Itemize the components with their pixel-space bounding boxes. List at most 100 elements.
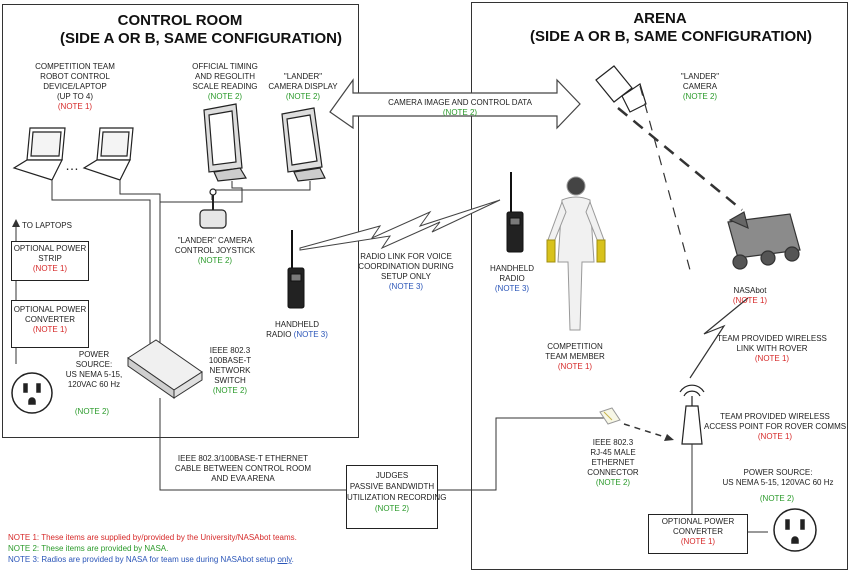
label-line: STRIP	[38, 254, 62, 263]
note-ref: (NOTE 1)	[557, 362, 593, 371]
label-line: OPTIONAL POWER	[661, 517, 735, 526]
label-line: HANDHELD	[489, 264, 534, 273]
label-line: COORDINATION DURING	[358, 262, 454, 271]
label-line: IEEE 802.3/100BASE-T ETHERNET	[177, 454, 309, 463]
power-source-label: POWER SOURCE: US NEMA 5-15, 120VAC 60 Hz	[58, 350, 130, 390]
note-ref: (NOTE 2)	[374, 504, 410, 513]
power-strip-box: OPTIONAL POWER STRIP (NOTE 1)	[11, 241, 89, 281]
label-line: POWER	[78, 350, 110, 359]
title-line: ARENA	[633, 10, 687, 27]
laptop-cable	[119, 180, 161, 350]
note-ref: (NOTE 3)	[388, 282, 424, 291]
legend-note2: NOTE 2: These items are provided by NASA…	[8, 544, 169, 553]
label-line: UTILIZATION RECORDING	[347, 493, 447, 502]
label-line: CONVERTER	[672, 527, 724, 536]
title-line: (SIDE A OR B, SAME CONFIGURATION)	[60, 30, 342, 47]
label-line: ROBOT CONTROL	[40, 72, 110, 81]
label-line: DEVICE/LAPTOP	[43, 82, 107, 91]
legend-emphasis: only	[277, 555, 292, 564]
label-line: 120VAC 60 Hz	[67, 380, 121, 389]
rj45-label: IEEE 802.3 RJ-45 MALE ETHERNET CONNECTOR…	[578, 438, 648, 488]
joystick-icon	[199, 188, 227, 229]
label-line: SWITCH	[214, 376, 246, 385]
control-room-boundary	[2, 4, 359, 438]
title-line: (SIDE A OR B, SAME CONFIGURATION)	[530, 28, 812, 45]
note-ref: (NOTE 2)	[285, 92, 321, 101]
label-line: COMPETITION	[547, 342, 603, 351]
label-line: RADIO	[499, 274, 525, 283]
note-ref: (NOTE 1)	[32, 264, 68, 273]
label-line: SCALE READING	[192, 82, 258, 91]
legend: NOTE 1: These items are supplied by/prov…	[8, 532, 297, 565]
legend-text: .	[291, 555, 294, 564]
arena-boundary	[471, 2, 848, 570]
label-line: "LANDER" CAMERA	[177, 236, 253, 245]
to-laptops-label: TO LAPTOPS	[22, 221, 72, 230]
note-ref: (NOTE 1)	[754, 354, 790, 363]
label-line: "LANDER"	[680, 72, 720, 81]
handheld-radio-icon	[506, 172, 524, 253]
label-line: AND EVA ARENA	[211, 474, 275, 483]
note-ref: (NOTE 2)	[442, 108, 478, 117]
laptops-ellipsis: …	[65, 157, 79, 173]
note-ref: (NOTE 2)	[595, 478, 631, 487]
label-line: TEAM PROVIDED WIRELESS	[720, 412, 830, 421]
label-line: SETUP ONLY	[381, 272, 431, 281]
team-member-figure	[546, 176, 606, 331]
label-line: ACCESS POINT FOR ROVER COMMS	[704, 422, 847, 431]
label-line: US NEMA 5-15,	[65, 370, 123, 379]
note-ref: (NOTE 3)	[293, 330, 328, 339]
label-line: RADIO	[266, 330, 292, 339]
handheld-radio-icon	[287, 230, 305, 309]
note-ref: (NOTE 1)	[757, 432, 793, 441]
label-line: "LANDER"	[283, 72, 323, 81]
nasabot-label: NASAbot (NOTE 1)	[720, 286, 780, 306]
label-line: (UP TO 4)	[56, 92, 93, 101]
radio-link-bolt	[299, 199, 501, 251]
monitor-icon	[281, 107, 326, 182]
joystick-label: "LANDER" CAMERA CONTROL JOYSTICK (NOTE 2…	[170, 236, 260, 266]
control-room-title: CONTROL ROOM (SIDE A OR B, SAME CONFIGUR…	[60, 12, 342, 48]
note-ref: (NOTE 1)	[32, 325, 68, 334]
note-ref: (NOTE 2)	[682, 92, 718, 101]
label-line: TEAM MEMBER	[545, 352, 605, 361]
legend-text: NOTE 3: Radios are provided by NASA for …	[8, 555, 278, 564]
label-line: NETWORK	[209, 366, 251, 375]
label-line: OFFICIAL TIMING	[192, 62, 258, 71]
rover-link-label: TEAM PROVIDED WIRELESS LINK WITH ROVER (…	[712, 334, 832, 364]
legend-note3: NOTE 3: Radios are provided by NASA for …	[8, 554, 297, 565]
label-line: SOURCE:	[75, 360, 113, 369]
power-source-label: POWER SOURCE: US NEMA 5-15, 120VAC 60 Hz	[718, 468, 838, 488]
label-line: CAMERA DISPLAY	[268, 82, 338, 91]
outlet-icon	[773, 508, 817, 552]
label-line: RJ-45 MALE	[590, 448, 636, 457]
handheld-radio-label: HANDHELD RADIO (NOTE 3)	[262, 320, 332, 340]
note-ref: (NOTE 2)	[197, 256, 233, 265]
title-line: CONTROL ROOM	[117, 12, 243, 29]
rj45-connector-icon	[599, 407, 621, 425]
monitor-icon	[203, 103, 247, 182]
label-line: CAMERA	[682, 82, 718, 91]
label-line: OPTIONAL POWER	[13, 244, 87, 253]
note-ref: (NOTE 3)	[494, 284, 530, 293]
note-ref: (NOTE 2)	[212, 386, 248, 395]
camera-link-label: CAMERA IMAGE AND CONTROL DATA (NOTE 2)	[380, 98, 540, 118]
wireless-link-zigzag	[689, 297, 749, 379]
network-switch-label: IEEE 802.3 100BASE-T NETWORK SWITCH (NOT…	[200, 346, 260, 396]
label-line: TEAM PROVIDED WIRELESS	[717, 334, 827, 343]
lander-camera-label: "LANDER" CAMERA (NOTE 2)	[670, 72, 730, 102]
label-line: LINK WITH ROVER	[736, 344, 808, 353]
laptop-icon	[12, 127, 66, 181]
label-line: RADIO LINK FOR VOICE	[360, 252, 452, 261]
lander-display-label: "LANDER" CAMERA DISPLAY (NOTE 2)	[258, 72, 348, 102]
camera-data-arrow	[329, 78, 581, 130]
handheld-radio-label: HANDHELD RADIO (NOTE 3)	[482, 264, 542, 294]
access-point-label: TEAM PROVIDED WIRELESS ACCESS POINT FOR …	[704, 412, 846, 442]
note-ref: (NOTE 2)	[759, 494, 795, 503]
note-ref: (NOTE 1)	[680, 537, 716, 546]
label-line: AND REGOLITH	[194, 72, 255, 81]
ethernet-cable-line	[159, 398, 346, 491]
network-switch-icon	[127, 339, 203, 399]
